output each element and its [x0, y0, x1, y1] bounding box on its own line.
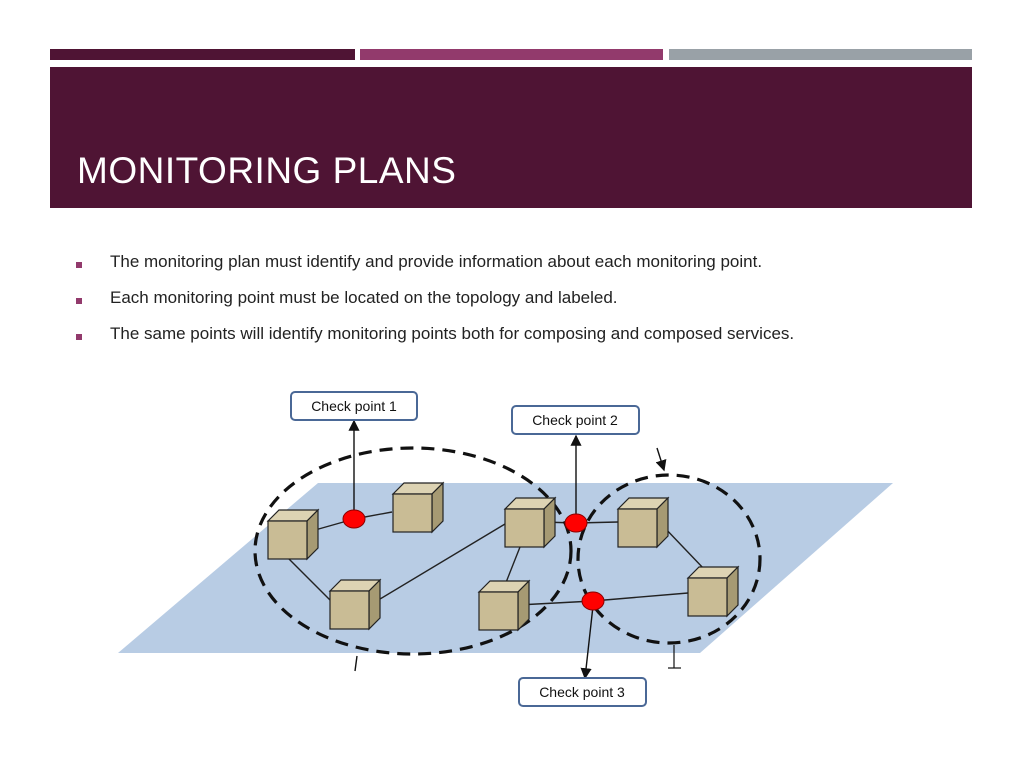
square-bullet-icon	[76, 298, 82, 304]
topology-links	[287, 511, 706, 606]
domain-boundary-large	[253, 446, 573, 656]
network-node	[266, 508, 320, 561]
network-node	[328, 578, 382, 631]
callout-label: Check point 1	[311, 398, 397, 414]
link	[287, 557, 331, 601]
pointer-mark	[354, 655, 358, 672]
link	[504, 546, 521, 586]
network-node	[686, 565, 740, 618]
pointer-mark	[655, 447, 667, 472]
domain-boundary-small	[576, 473, 762, 645]
link	[592, 592, 689, 602]
bullet-text: The monitoring plan must identify and pr…	[110, 252, 763, 271]
title-bar: MONITORING PLANS	[50, 67, 972, 208]
callout-arrow-3	[580, 605, 594, 680]
check-point-callout-1: Check point 1	[290, 391, 418, 421]
bullet-text: The same points will identify monitoring…	[110, 324, 795, 343]
network-node	[391, 481, 445, 534]
check-point-callout-3: Check point 3	[518, 677, 647, 707]
link	[661, 524, 706, 571]
network-node	[477, 579, 531, 632]
bullet-item: The same points will identify monitoring…	[76, 324, 976, 360]
bullet-item: Each monitoring point must be located on…	[76, 288, 976, 324]
square-bullet-icon	[76, 262, 82, 268]
callout-label: Check point 3	[539, 684, 625, 700]
header-stripe-gray	[669, 49, 972, 60]
header-stripe-magenta	[360, 49, 663, 60]
bullet-list: The monitoring plan must identify and pr…	[76, 252, 976, 360]
header-stripe-dark	[50, 49, 355, 60]
network-node	[503, 496, 557, 549]
bullet-item: The monitoring plan must identify and pr…	[76, 252, 976, 288]
check-point-callout-2: Check point 2	[511, 405, 640, 435]
slide-title: MONITORING PLANS	[77, 150, 457, 191]
check-point-marker-2	[564, 513, 588, 533]
check-point-marker-3	[581, 591, 605, 611]
link	[369, 523, 506, 606]
callout-label: Check point 2	[532, 412, 618, 428]
bullet-text: Each monitoring point must be located on…	[110, 288, 618, 307]
link	[517, 600, 594, 606]
square-bullet-icon	[76, 334, 82, 340]
check-point-marker-1	[342, 509, 366, 529]
network-node	[616, 496, 670, 549]
